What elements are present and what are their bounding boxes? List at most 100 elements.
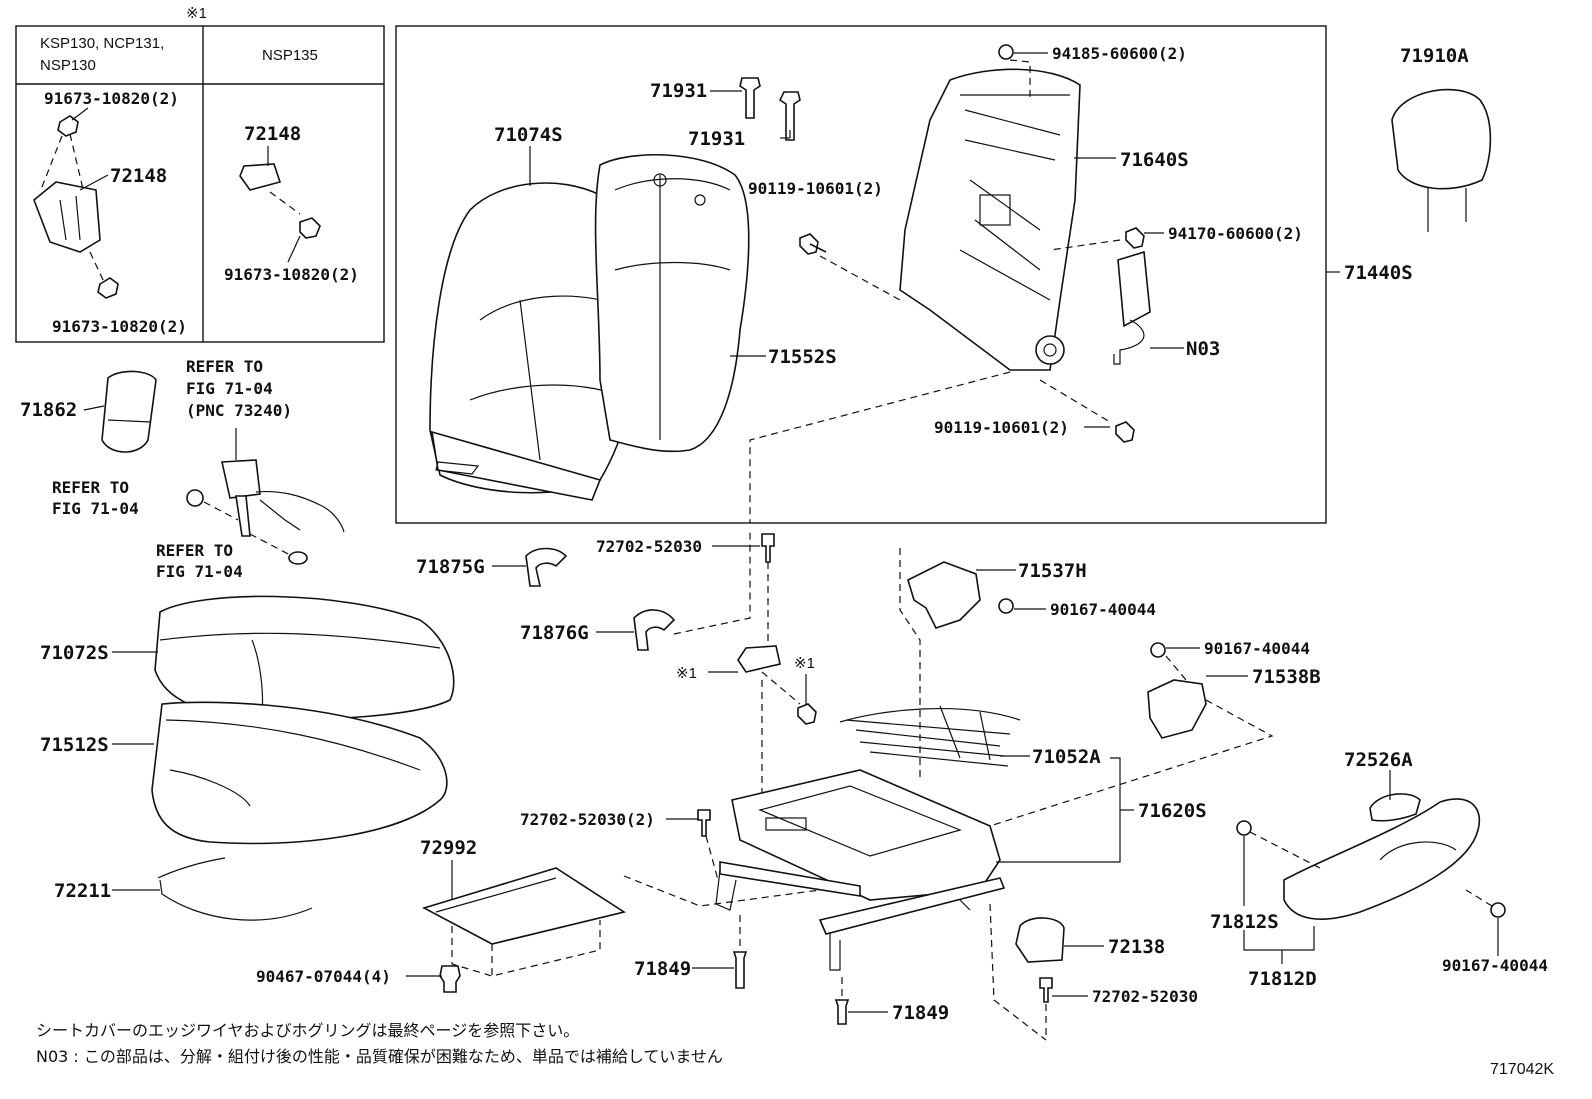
bolt-icon: [998, 44, 1014, 60]
refer-note-bolt-line2: FIG 71-04: [52, 499, 139, 518]
label-71538B: 71538B: [1252, 666, 1321, 688]
label-71074S: 71074S: [494, 124, 563, 146]
bolt-icon: [1150, 642, 1166, 658]
seat-spring: [839, 705, 1021, 767]
inset-bracket-icon: [239, 146, 282, 191]
label-71640S: 71640S: [1120, 149, 1189, 171]
refer-note-seatbelt-line1: REFER TO: [186, 357, 263, 376]
inset-col1-bracket: 72148: [110, 165, 167, 187]
inset-col2-bolt: 91673-10820(2): [224, 265, 359, 284]
inner-cover-1: [525, 547, 568, 587]
bolt-icon: [1490, 902, 1506, 918]
label-71552S: 71552S: [768, 346, 837, 368]
inset-bolt-icon: [89, 251, 119, 299]
label-71931-lower: 71931: [688, 128, 745, 150]
seat-hinge-cover-inner: [1147, 679, 1207, 739]
label-mark1-bracket: ※1: [676, 665, 697, 682]
label-71812D: 71812D: [1248, 968, 1317, 990]
seat-hinge-cover-outer: [907, 561, 981, 629]
label-71072S: 71072S: [40, 642, 109, 664]
headrest-guide-2: [778, 91, 801, 141]
inset-mark: ※1: [186, 5, 207, 22]
label-71849-left: 71849: [634, 958, 691, 980]
label-71849-right: 71849: [892, 1002, 949, 1024]
label-72138: 72138: [1108, 936, 1165, 958]
label-71620S: 71620S: [1138, 800, 1207, 822]
label-72702-52030-2: 72702-52030(2): [520, 810, 655, 829]
bolt-icon: [186, 489, 204, 507]
label-72526A: 72526A: [1344, 749, 1413, 771]
refer-note-bolt-line1: REFER TO: [52, 478, 129, 497]
inset-col1-bolt-bottom: 91673-10820(2): [52, 317, 187, 336]
pin-icon: [834, 999, 850, 1025]
bracket-icon: [737, 645, 781, 673]
inset-bracket-icon: [33, 174, 109, 253]
refer-note-washer-line2: FIG 71-04: [156, 562, 243, 581]
inset-table: ※1 KSP130, NCP131, NSP130 NSP135 91673-1…: [15, 5, 385, 343]
seatback-frame: [899, 68, 1081, 371]
inner-cover-2: [633, 609, 676, 651]
label-90119-10601-upper: 90119-10601(2): [748, 179, 883, 198]
seatback-assembly-box: [395, 25, 1327, 524]
headrest-guide-1: [739, 77, 761, 119]
label-94185-60600: 94185-60600(2): [1052, 44, 1187, 63]
label-N03: N03: [1186, 338, 1220, 360]
seat-cushion-frame: [715, 769, 1006, 971]
seatbelt-buckle: [221, 428, 345, 537]
inset-col1-model-line1: KSP130, NCP131,: [40, 35, 164, 52]
screw-icon: [1039, 977, 1053, 1003]
leader-lines: [83, 52, 1499, 1013]
label-71876G: 71876G: [520, 622, 589, 644]
label-mark1-bolt: ※1: [794, 655, 815, 672]
label-71862: 71862: [20, 399, 77, 421]
label-72992: 72992: [420, 837, 477, 859]
refer-note-washer-line1: REFER TO: [156, 541, 233, 560]
label-90467-07044: 90467-07044(4): [256, 967, 391, 986]
front-cover: [1015, 917, 1065, 963]
inset-col1-model-line2: NSP130: [40, 57, 96, 74]
callout-labels: 71910A 71931 71931 94185-60600(2) 71640S…: [20, 44, 1548, 1024]
seat-cushion-pad: [151, 701, 448, 845]
footnotes: シートカバーのエッジワイヤおよびホグリングは最終ページを参照下さい。 N03 :…: [36, 1021, 1554, 1078]
inset-col2-model: NSP135: [262, 47, 318, 64]
label-71537H: 71537H: [1018, 560, 1087, 582]
side-airbag: [1113, 250, 1151, 365]
bolt-icon: [1115, 421, 1135, 443]
figure-id: 717042K: [1490, 1061, 1554, 1078]
bolt-icon: [998, 598, 1014, 614]
label-90167-40044-lower: 90167-40044: [1442, 956, 1548, 975]
inset-bolt-icon: [57, 107, 89, 137]
bolt-icon: [1236, 820, 1252, 836]
inset-col1-bolt-top: 91673-10820(2): [44, 89, 179, 108]
label-90119-10601-lower: 90119-10601(2): [934, 418, 1069, 437]
label-71931-upper: 71931: [650, 80, 707, 102]
inset-col2-bracket: 72148: [244, 123, 301, 145]
refer-note-seatbelt-line3: (PNC 73240): [186, 401, 292, 420]
label-72211: 72211: [54, 880, 111, 902]
label-71440S: 71440S: [1344, 262, 1413, 284]
label-71910A: 71910A: [1400, 45, 1469, 67]
bolt-icon: [797, 703, 817, 725]
screw-icon: [697, 809, 711, 837]
refer-note-seatbelt-line2: FIG 71-04: [186, 379, 273, 398]
footnote-edge-wire: シートカバーのエッジワイヤおよびホグリングは最終ページを参照下さい。: [36, 1021, 579, 1040]
footnote-n03: N03 : この部品は、分解・組付け後の性能・品質確保が困難なため、単品では補給…: [36, 1047, 723, 1066]
armrest: [1283, 798, 1481, 920]
refer-notes: REFER TO FIG 71-04 (PNC 73240) REFER TO …: [52, 357, 292, 581]
bolt-icon: [1125, 227, 1145, 249]
seatback-cover: [429, 182, 645, 501]
inset-bolt-icon: [287, 217, 321, 263]
label-94170-60600: 94170-60600(2): [1168, 224, 1303, 243]
bolt-icon: [799, 233, 827, 255]
label-72702-52030-lower: 72702-52030: [1092, 987, 1198, 1006]
armrest-cap: [1369, 793, 1421, 822]
label-71812S: 71812S: [1210, 911, 1279, 933]
seat-cushion-cover: [154, 595, 455, 720]
label-72702-52030-upper: 72702-52030: [596, 537, 702, 556]
pin-icon: [732, 951, 748, 989]
nut-icon: [439, 965, 461, 993]
label-90167-40044-mid: 90167-40044: [1204, 639, 1310, 658]
screw-icon: [761, 533, 775, 563]
label-90167-40044-upper: 90167-40044: [1050, 600, 1156, 619]
